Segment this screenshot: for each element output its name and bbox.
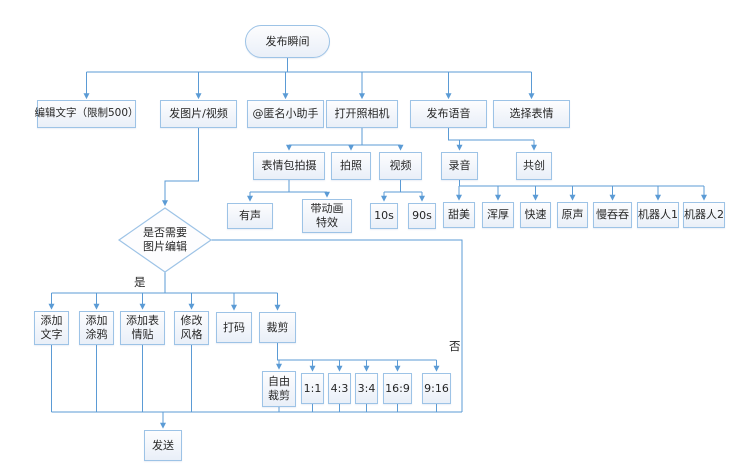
- decision-need-image-edit: 是否需要图片编辑: [143, 226, 187, 253]
- node-animated-effects: 带动画特效: [302, 199, 352, 233]
- node-change-style: 修改风格: [174, 311, 209, 345]
- node-voice-fast: 快速: [520, 202, 551, 228]
- node-send: 发送: [144, 430, 182, 461]
- node-ratio-16-9: 16:9: [383, 373, 412, 404]
- node-ratio-1-1: 1:1: [301, 373, 324, 404]
- node-voice-slow: 慢吞吞: [593, 202, 632, 228]
- node-video: 视频: [379, 152, 422, 180]
- node-co-create: 共创: [516, 152, 552, 180]
- node-voice-sweet: 甜美: [443, 202, 475, 228]
- node-voice-robot1: 机器人1: [637, 202, 679, 228]
- node-ratio-4-3: 4:3: [328, 373, 351, 404]
- label-yes: 是: [134, 275, 146, 289]
- node-publish-moment: 发布瞬间: [245, 25, 330, 58]
- decision-diamond-shape: [117, 207, 213, 273]
- node-voice-robot2: 机器人2: [683, 202, 725, 228]
- label-no: 否: [449, 339, 461, 353]
- node-crop: 裁剪: [259, 312, 296, 343]
- node-10s: 10s: [370, 203, 398, 229]
- connectors: [48, 58, 707, 429]
- node-add-doodle: 添加涂鸦: [79, 311, 114, 345]
- node-free-crop: 自由裁剪: [262, 371, 296, 407]
- node-open-camera: 打开照相机: [326, 100, 398, 128]
- node-90s: 90s: [408, 203, 436, 229]
- node-voice-deep: 浑厚: [482, 202, 514, 228]
- node-add-text: 添加文字: [34, 311, 69, 345]
- node-mosaic: 打码: [216, 312, 252, 343]
- node-choose-emoji: 选择表情: [493, 100, 570, 128]
- node-ratio-3-4: 3:4: [355, 373, 378, 404]
- node-add-sticker: 添加表情贴: [120, 311, 165, 345]
- node-post-media: 发图片/视频: [160, 100, 237, 128]
- node-at-anonymous-helper: @匿名小助手: [247, 100, 324, 128]
- node-post-voice: 发布语音: [410, 100, 487, 128]
- node-emoji-pack-shoot: 表情包拍摄: [253, 152, 325, 180]
- node-ratio-9-16: 9:16: [422, 373, 451, 404]
- node-voice-original: 原声: [557, 202, 588, 228]
- node-take-photo: 拍照: [331, 152, 371, 180]
- node-edit-text-limit: 编辑文字（限制500）: [34, 100, 139, 128]
- node-record-audio: 录音: [441, 152, 478, 180]
- node-with-sound: 有声: [227, 203, 273, 229]
